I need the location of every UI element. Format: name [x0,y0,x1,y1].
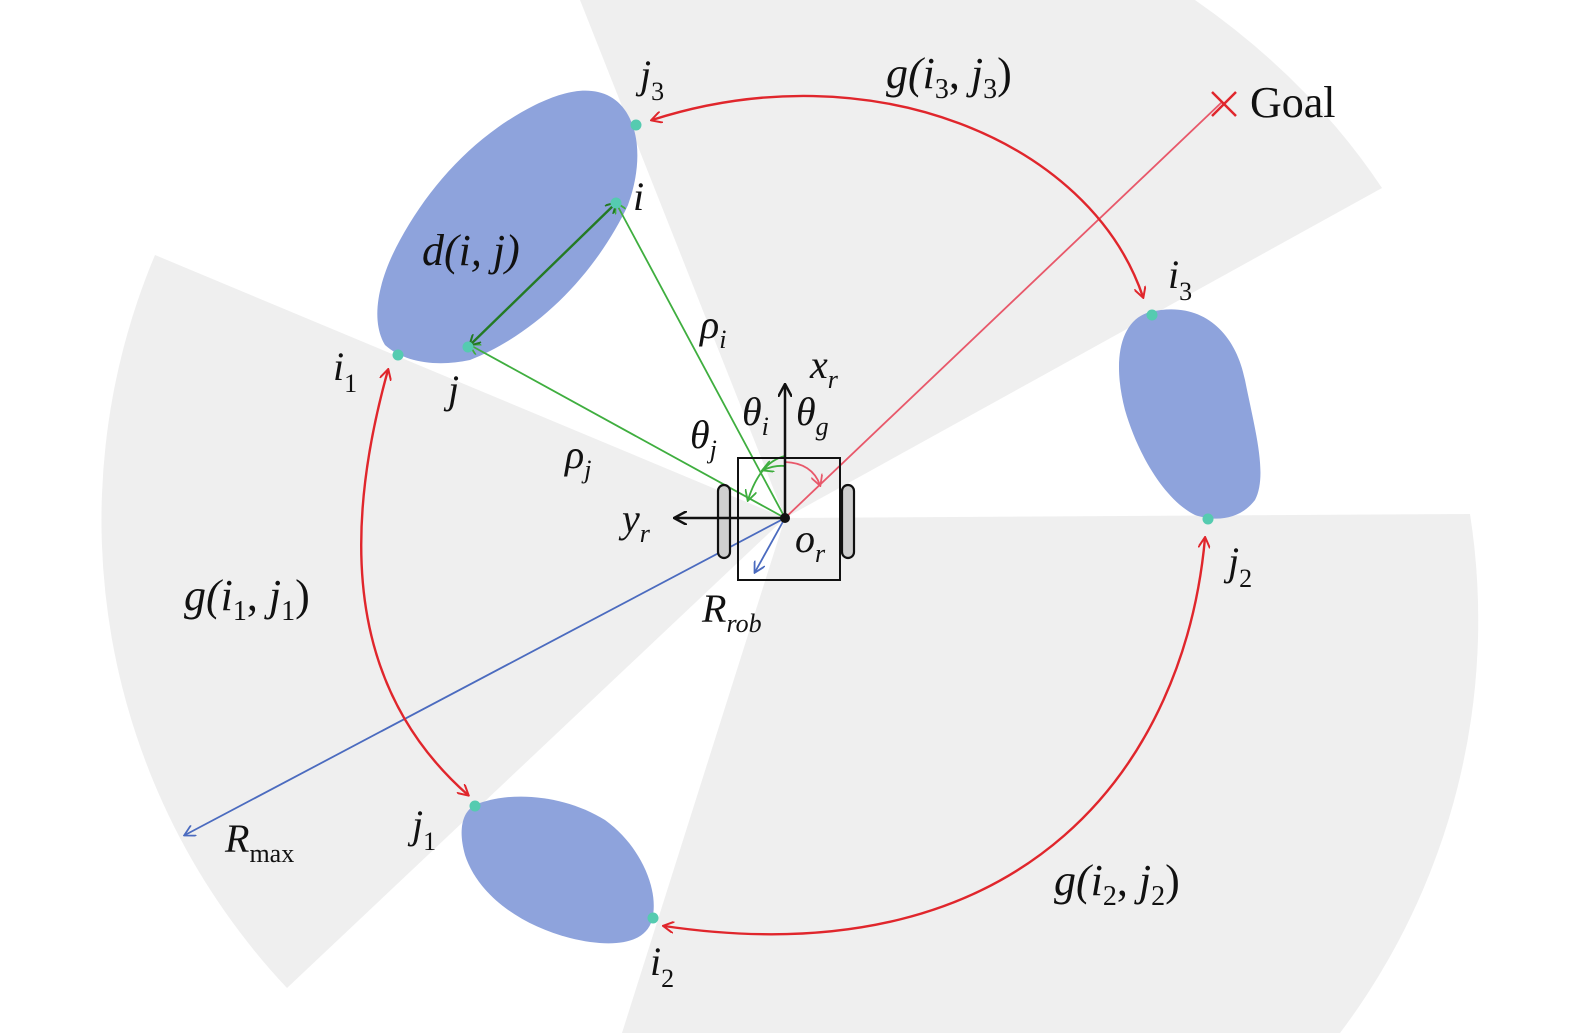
goal-line [784,101,1223,519]
label-j1: j1 [407,802,436,856]
point-j1-marker [469,800,481,812]
rho-i-label: ρi [698,302,726,354]
cross-icon [1211,91,1237,117]
obstacle-bottom [461,796,654,944]
label-i3: i3 [1168,252,1192,306]
o-r-label: or [795,516,826,568]
gap-arrow-1 [360,370,468,795]
rho-j-label: ρj [563,432,591,484]
point-j3-marker [630,119,642,131]
label-j2: j2 [1223,539,1252,593]
gap-label-2: g(i2, j2) [1054,856,1180,912]
gap-label-3: g(i3, j3) [886,49,1012,105]
y-r-label: yr [618,496,651,548]
obstacle-right [1118,309,1261,519]
x-r-label: xr [809,342,839,394]
point-i2-marker [647,912,659,924]
sector-bottom-right [622,514,1479,1033]
theta-g-arc [784,461,820,485]
theta-g-label: θg [796,389,829,441]
theta-j-label: θj [690,412,717,464]
label-j3: j3 [635,52,664,106]
robot-wheel-left [716,483,732,560]
rho-i-arrow [616,203,786,519]
goal-label: Goal [1250,78,1336,127]
label-i: i [633,174,644,219]
label-i2: i2 [650,939,674,993]
robot-wheel-right [840,483,856,560]
r-max-label: Rmax [224,816,294,868]
r-rob-label: Rrob [701,586,762,638]
theta-i-label: θi [742,389,769,441]
point-i3-marker [1146,309,1158,321]
point-j-marker [462,341,474,353]
distance-label: d(i, j) [422,226,520,275]
robot-origin [780,513,790,523]
point-j2-marker [1202,513,1214,525]
distance-arrow [470,203,616,345]
point-i-marker [610,197,622,209]
label-j: j [443,367,459,412]
rho-j-arrow [470,345,786,519]
gap-arrow-3 [652,94,1143,297]
label-i1: i1 [333,344,357,398]
point-i1-marker [392,349,404,361]
gap-label-1: g(i1, j1) [184,571,310,627]
gap-arrow-2 [664,538,1205,936]
